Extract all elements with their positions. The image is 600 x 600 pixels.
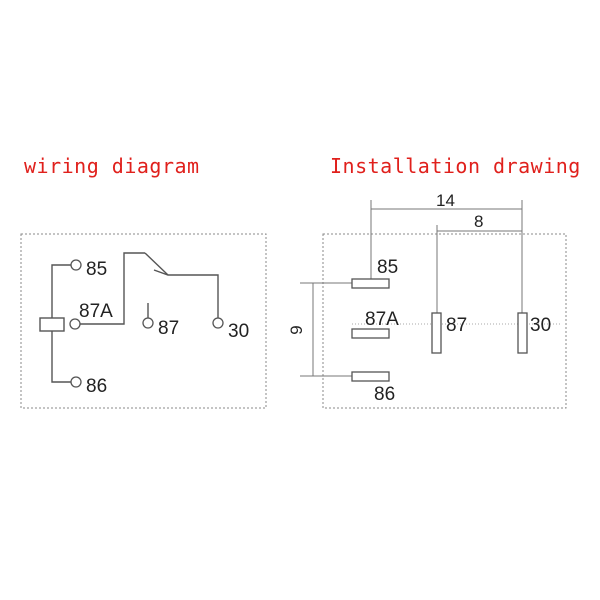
label-85: 85 (86, 259, 107, 280)
installation-drawing: 14 8 9 85 87A 87 30 86 (287, 191, 567, 409)
pin-slot-87 (431, 312, 442, 354)
label-87a: 87A (79, 301, 113, 322)
relay-coil (39, 317, 65, 332)
inst-label-30: 30 (530, 315, 551, 336)
dim-label-14: 14 (436, 191, 455, 210)
wiring-diagram-title: wiring diagram (24, 154, 200, 178)
label-86: 86 (86, 376, 107, 397)
dim-label-8: 8 (474, 212, 483, 231)
inst-label-86: 86 (374, 384, 395, 405)
wiring-diagram: 85 87A 87 30 86 (20, 233, 267, 409)
terminal-86 (70, 376, 82, 388)
pin-slot-87a (351, 328, 390, 339)
terminal-87a (69, 318, 81, 330)
label-87: 87 (158, 318, 179, 339)
wiring-diagram-border (20, 233, 267, 409)
installation-drawing-border (322, 233, 567, 409)
dim-label-9: 9 (287, 325, 306, 334)
terminal-87 (142, 317, 154, 329)
pin-slot-86 (351, 371, 390, 382)
terminal-85 (70, 259, 82, 271)
switch-arm (144, 252, 169, 276)
switch-wire (80, 252, 145, 325)
label-30: 30 (228, 321, 249, 342)
inst-label-87a: 87A (365, 309, 399, 330)
pin-slot-85 (351, 278, 390, 289)
terminal-30 (212, 317, 224, 329)
installation-drawing-title: Installation drawing (330, 154, 581, 178)
pin-slot-30 (517, 312, 528, 354)
coil-wire (51, 264, 72, 383)
inst-label-85: 85 (377, 257, 398, 278)
inst-label-87: 87 (446, 315, 467, 336)
common-wire (153, 269, 219, 318)
